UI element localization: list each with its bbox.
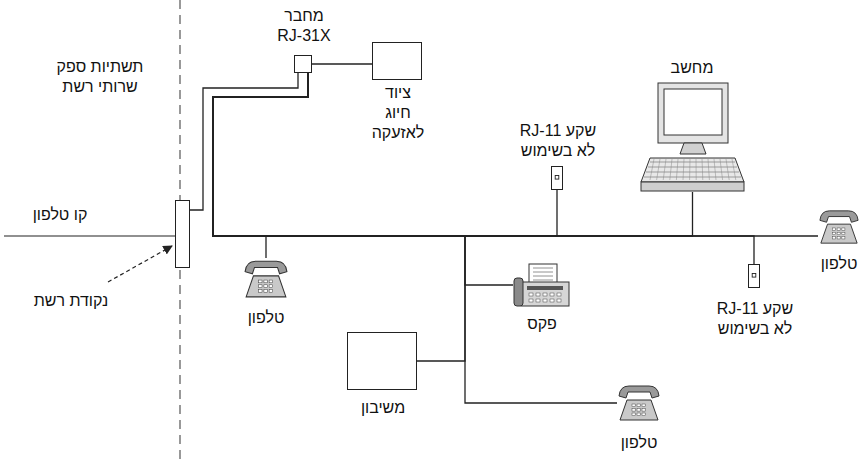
telephone-icon bbox=[617, 383, 661, 423]
jack-socket bbox=[552, 167, 562, 189]
device-label: פקס bbox=[527, 314, 557, 334]
device-label: שקע RJ-11 לא בשימוש bbox=[711, 299, 799, 339]
fax-machine: פקס bbox=[513, 262, 571, 308]
rj11-jack: שקע RJ-11 לא בשימוש bbox=[551, 166, 563, 190]
wire-connector bbox=[213, 73, 513, 285]
wire-connector bbox=[213, 73, 465, 361]
wire-connector bbox=[213, 73, 308, 258]
device-label: שקע RJ-11 לא בשימוש bbox=[514, 121, 602, 161]
network-point-box: נקודת רשת bbox=[175, 200, 190, 268]
device-label: טלפון bbox=[821, 254, 858, 274]
telephone: טלפון bbox=[818, 208, 860, 246]
computer: מחשב bbox=[640, 82, 745, 192]
wire-connector bbox=[213, 73, 617, 403]
telephone-icon bbox=[818, 208, 860, 246]
device-label: טלפון bbox=[248, 308, 285, 328]
device-label: משיבון bbox=[361, 398, 405, 418]
telephone: טלפון bbox=[617, 383, 661, 423]
device-label: טלפון bbox=[621, 433, 658, 453]
device-label: מחשב bbox=[671, 58, 714, 78]
answering-machine: משיבון bbox=[347, 332, 417, 390]
alarm-dialer-box: ציוד חיוג לאזעקה bbox=[372, 42, 422, 80]
device-label: מחבר RJ-31X bbox=[271, 6, 337, 46]
device-label: ציוד חיוג לאזעקה bbox=[372, 83, 425, 143]
wire-connector bbox=[312, 63, 372, 64]
computer-icon bbox=[640, 82, 745, 192]
fax-icon bbox=[513, 262, 571, 308]
leader-arrow bbox=[108, 246, 172, 282]
rj11-jack: שקע RJ-11 לא בשימוש bbox=[748, 264, 760, 288]
jack-socket bbox=[749, 265, 759, 287]
telephone-icon bbox=[243, 258, 289, 300]
device-label: נקודת רשת bbox=[34, 291, 109, 311]
wire-connector bbox=[190, 73, 298, 210]
rj31x-connector: מחבר RJ-31X bbox=[294, 55, 312, 73]
phone-line-wire bbox=[4, 235, 175, 236]
telephone: טלפון bbox=[243, 258, 289, 300]
region-label: תשתיות ספק שרותי רשת bbox=[53, 57, 147, 97]
region-label: קו טלפון bbox=[33, 205, 88, 225]
